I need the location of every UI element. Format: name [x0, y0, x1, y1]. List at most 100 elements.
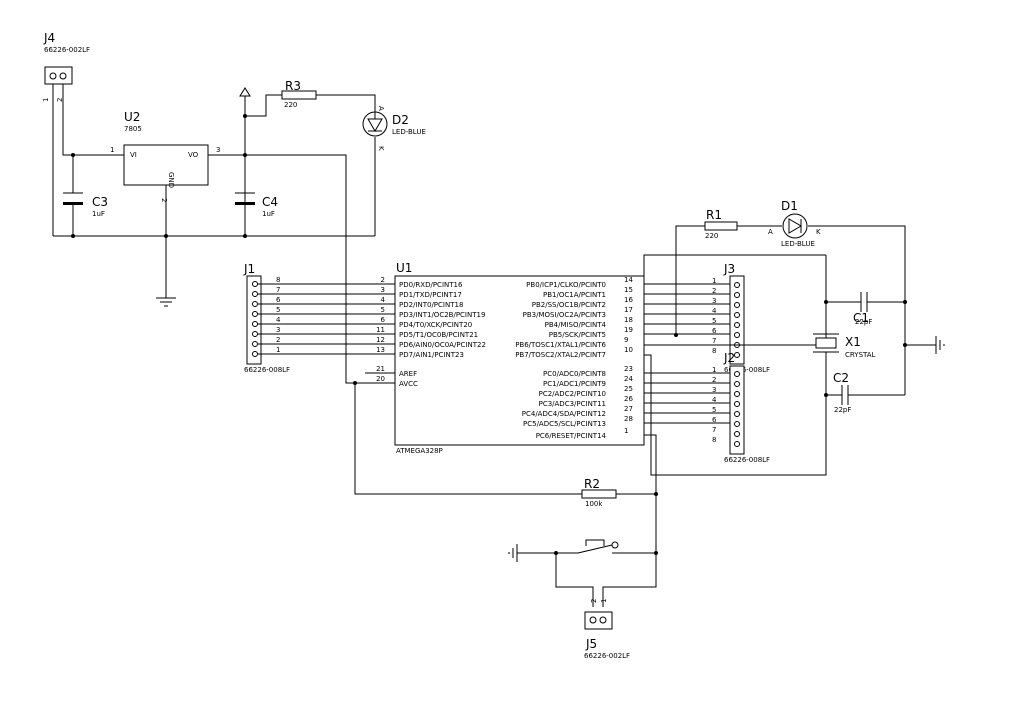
- ref-u1: U1: [396, 261, 412, 275]
- j2-pin-number: 6: [712, 416, 717, 424]
- resistor-r2[interactable]: R2 100k: [581, 477, 617, 508]
- wire-r1-in: [675, 225, 705, 335]
- c3-plate: [63, 202, 83, 205]
- u1-right-pin-number: 19: [624, 326, 633, 334]
- capacitor-c1[interactable]: C1 22pF: [826, 292, 905, 326]
- j2-pin-number: 1: [712, 366, 716, 374]
- value-r2: 100k: [585, 500, 603, 508]
- led-d1[interactable]: D1 A K LED-BLUE: [768, 199, 821, 248]
- ground-symbol-2: [935, 336, 945, 354]
- r3-body: [281, 90, 317, 100]
- value-c4: 1uF: [262, 210, 275, 218]
- ref-j4: J4: [43, 31, 55, 45]
- j2-pin-number: 8: [712, 436, 716, 444]
- u1-left-pin-name: PD7/AIN1/PCINT23: [399, 351, 464, 359]
- j4-pin-label-2: 2: [56, 98, 64, 102]
- x1-body: [815, 337, 837, 349]
- u1-left-pin-number: 21: [376, 365, 385, 373]
- j5-body: [584, 611, 613, 630]
- u1-right-pin-name: PB7/TOSC2/XTAL2/PCINT7: [515, 351, 606, 359]
- wire-avcc-r2: [354, 383, 582, 495]
- value-c2: 22pF: [834, 406, 851, 414]
- j3-pin: [734, 302, 740, 308]
- d1-symbol: [788, 218, 802, 234]
- u2-pinnum-3: 3: [216, 146, 220, 154]
- j2-body: [729, 365, 745, 455]
- u2-body: [123, 144, 209, 186]
- j1-pin: [252, 311, 258, 317]
- u1-left-pin-number: 20: [376, 375, 385, 383]
- part-j1: 66226-008LF: [244, 366, 290, 374]
- u2-pinnum-2: 2: [160, 198, 168, 202]
- capacitor-c4[interactable]: C4 1uF: [235, 155, 278, 236]
- j2-pin-number: 5: [712, 406, 716, 414]
- j1-pin: [252, 341, 258, 347]
- u1-right-pin-name: PB1/OC1A/PCINT1: [543, 291, 606, 299]
- u1-right-pin-name: PC3/ADC3/PCINT11: [539, 400, 606, 408]
- j2-pin: [734, 431, 740, 437]
- u1-left-pin-number: 11: [376, 326, 385, 334]
- ref-j1: J1: [243, 262, 255, 276]
- microcontroller-u1[interactable]: U1 ATMEGA328P: [394, 261, 645, 455]
- j3-pin: [734, 322, 740, 328]
- j2-pin-number: 4: [712, 396, 717, 404]
- regulator-u2[interactable]: U2 7805 VI VO GND 1 3 2: [110, 110, 220, 202]
- junction-dot: [71, 234, 75, 238]
- value-c3: 1uF: [92, 210, 105, 218]
- ref-j5: J5: [585, 637, 597, 651]
- j2-pin: [734, 411, 740, 417]
- button-actuator: [585, 539, 605, 546]
- resistor-r3[interactable]: R3 220: [281, 79, 317, 109]
- j1-pin-number: 3: [276, 326, 280, 334]
- wire-d2: [316, 94, 376, 236]
- part-d1: LED-BLUE: [781, 240, 815, 248]
- j1-pin: [252, 321, 258, 327]
- r1-body: [704, 221, 738, 231]
- j4-pin-label-1: 1: [42, 98, 50, 102]
- value-c1: 22pF: [855, 318, 872, 326]
- u1-left-pin-name: AREF: [399, 370, 417, 378]
- j3-pin-number: 7: [712, 337, 716, 345]
- u1-right-pin-name: PB2/SS/OC1B/PCINT2: [532, 301, 606, 309]
- connector-j1[interactable]: J1 66226-008LF: [243, 262, 290, 374]
- u1-left-pin-number: 6: [381, 316, 386, 324]
- junction-dot: [71, 153, 75, 157]
- u1-right-pin-number: 10: [624, 346, 633, 354]
- u1-right-pin-number: 14: [624, 276, 633, 284]
- u1-right-pin-number: 27: [624, 405, 633, 413]
- crystal-x1[interactable]: X1 CRYSTAL: [813, 333, 876, 359]
- resistor-r1[interactable]: R1 220: [704, 208, 738, 240]
- capacitor-c3[interactable]: C3 1uF: [63, 155, 108, 236]
- u1-right-pin-name: PB5/SCK/PCINT5: [549, 331, 606, 339]
- value-r1: 220: [705, 232, 718, 240]
- ref-r3: R3: [285, 79, 301, 93]
- j4-pin-1: [49, 72, 57, 80]
- u1-left-pin-name: AVCC: [399, 380, 418, 388]
- ref-c1: C1: [853, 311, 869, 325]
- j2-pin: [734, 441, 740, 447]
- j1-pin: [252, 351, 258, 357]
- connector-j5[interactable]: 2 1 J5 66226-002LF: [584, 599, 630, 660]
- connector-j3[interactable]: J3 66226-008LF: [723, 262, 770, 374]
- part-j3: 66226-008LF: [724, 366, 770, 374]
- connector-j2[interactable]: J2 66226-008LF: [723, 351, 770, 464]
- u1-left-pin-name: PD3/INT1/OC2B/PCINT19: [399, 311, 485, 319]
- j1-pin-number: 4: [276, 316, 281, 324]
- j2-pin: [734, 421, 740, 427]
- led-d2[interactable]: A K D2 LED-BLUE: [362, 106, 426, 151]
- ref-u2: U2: [124, 110, 140, 124]
- u1-left-pin-number: 3: [381, 286, 385, 294]
- wire-xtal2: [644, 255, 827, 476]
- r2-body: [581, 489, 617, 499]
- reset-button[interactable]: [517, 539, 619, 554]
- part-j2: 66226-008LF: [724, 456, 770, 464]
- ref-c3: C3: [92, 195, 108, 209]
- u1-right-pin-number: 26: [624, 395, 633, 403]
- j5-pin-label-1: 1: [600, 599, 608, 603]
- j2-pin: [734, 371, 740, 377]
- connector-j4[interactable]: J4 66226-002LF 1 2: [42, 31, 90, 102]
- part-x1: CRYSTAL: [845, 351, 876, 359]
- capacitor-c2[interactable]: C2 22pF: [826, 371, 905, 414]
- part-u1: ATMEGA328P: [396, 447, 443, 455]
- button-indicator: [611, 541, 619, 549]
